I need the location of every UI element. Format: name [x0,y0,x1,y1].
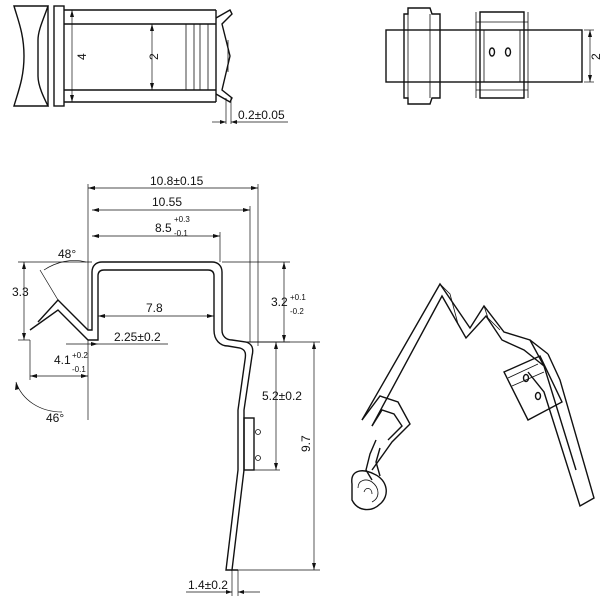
dim-right-height-tol-lower: -0.2 [290,307,304,316]
dim-height-label-right-view: 2 [589,53,600,60]
dim-total-height-label: 9.7 [299,435,313,452]
dim-thickness-label: 0.2±0.05 [238,108,285,122]
dim-top-length-tol-lower: -0.1 [174,229,188,238]
dim-right-height-label: 3.2 [271,295,288,309]
dim-lower-left-tol-lower: -0.1 [72,365,86,374]
dim-overall-length-label: 10.8±0.15 [150,174,204,188]
dim-lower-left-label: 4.1 [54,353,71,367]
dim-bottom-inner-label: 7.8 [146,301,163,315]
dim-offset-label: 2.25±0.2 [114,330,161,344]
dim-top-length-tol-upper: +0.3 [174,215,190,224]
dim-upper-angle-label: 48° [58,247,76,261]
top-right-view [385,7,594,105]
dim-left-height-label: 3.3 [12,285,29,299]
dim-top-length-label: 8.5 [155,221,172,235]
top-left-view [13,5,288,124]
isometric-view [351,282,595,511]
dim-lower-left-tol-upper: +0.2 [72,351,88,360]
side-view-dimensions [15,184,320,596]
dim-lower-angle-label: 46° [46,411,64,425]
dim-inner-length-label: 10.55 [152,195,182,209]
dim-height-left-label: 4 [75,53,89,60]
dim-height-right-label: 2 [147,53,161,60]
dim-right-height-tol-upper: +0.1 [290,293,306,302]
dim-foot-width-label: 1.4±0.2 [188,578,228,592]
side-view-profile [29,261,261,571]
dim-leg-height-label: 5.2±0.2 [262,389,302,403]
